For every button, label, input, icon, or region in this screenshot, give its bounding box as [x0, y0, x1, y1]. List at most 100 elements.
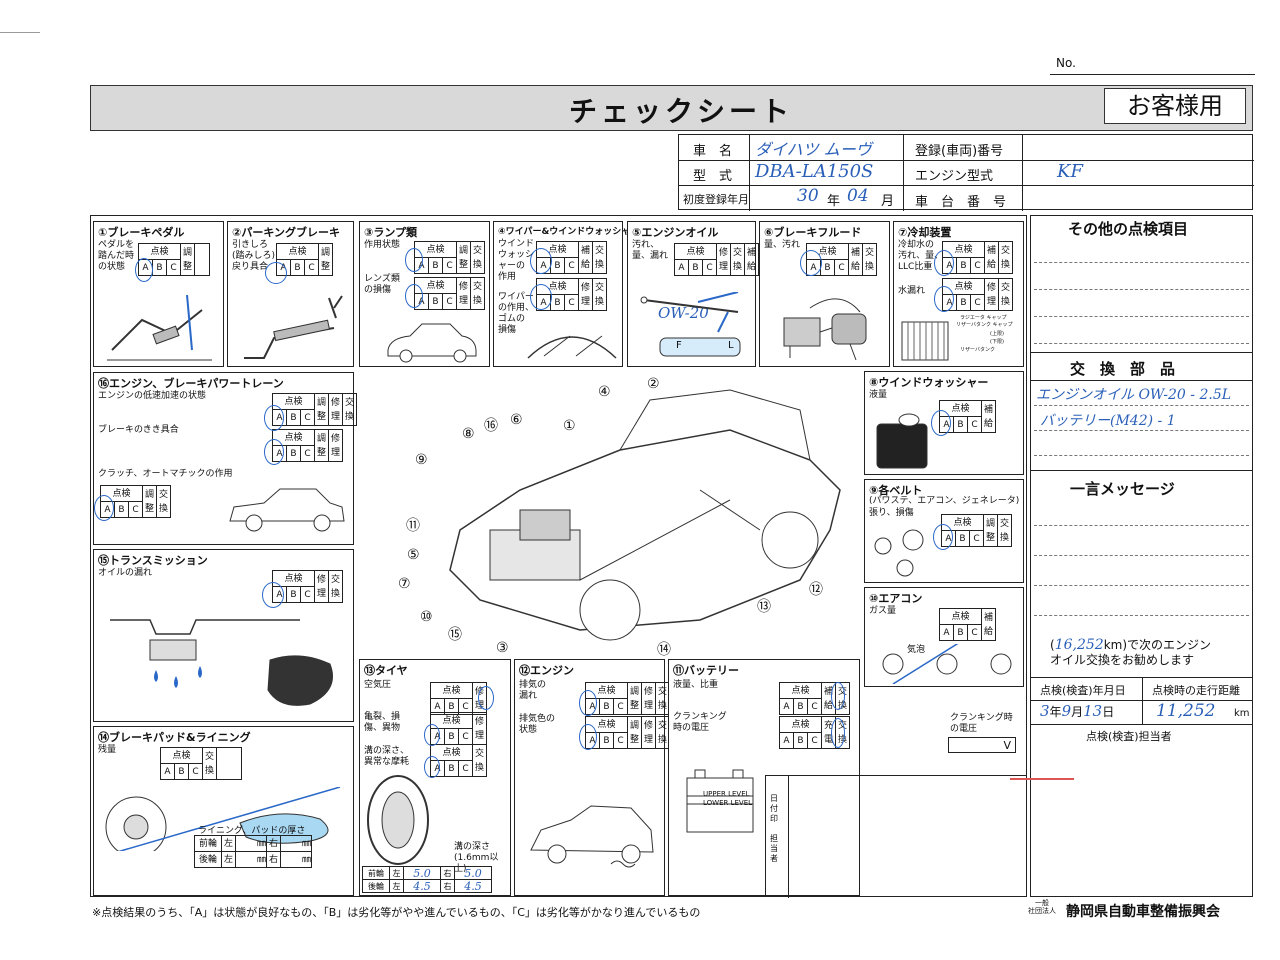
grade-c[interactable]: C	[300, 586, 315, 603]
pen-circle	[424, 724, 440, 746]
grade-b[interactable]: B	[444, 760, 459, 777]
grade-c[interactable]: C	[807, 698, 822, 715]
next-change-km[interactable]: 16,252	[1054, 637, 1104, 653]
grade-c[interactable]: C	[702, 259, 717, 276]
grade-a[interactable]: A	[779, 732, 794, 749]
front-right-depth[interactable]: 5.0	[454, 866, 492, 880]
grade-c[interactable]: C	[564, 294, 579, 311]
grade-b[interactable]: B	[444, 728, 459, 745]
section-title: ⑭ブレーキパッド&ライニング	[98, 731, 251, 744]
refill-header: 補 給	[578, 241, 593, 274]
grade-b[interactable]: B	[688, 259, 703, 276]
section-desc: 量、汚れ	[764, 240, 801, 250]
section-divider	[1030, 380, 1253, 381]
grade-b[interactable]: B	[820, 259, 835, 276]
grade-c[interactable]: C	[188, 763, 203, 780]
voltage-field[interactable]: V	[948, 737, 1016, 753]
grade-b[interactable]: B	[290, 259, 305, 276]
note-line	[1034, 585, 1249, 586]
callout-7: ⑦	[398, 576, 411, 592]
grade-a[interactable]: A	[674, 259, 689, 276]
grade-c[interactable]: C	[442, 257, 457, 274]
grade-b[interactable]: B	[428, 293, 443, 310]
grade-c[interactable]: C	[969, 530, 984, 547]
grade-c[interactable]: C	[458, 760, 473, 777]
front-left-unit: ㎜	[235, 835, 267, 852]
rear-right-depth[interactable]: 4.5	[454, 879, 492, 893]
grade-c[interactable]: C	[967, 416, 982, 433]
grade-c[interactable]: C	[970, 294, 985, 311]
grade-c[interactable]: C	[967, 624, 982, 641]
front-left-depth[interactable]: 5.0	[403, 866, 441, 880]
grade-b[interactable]: B	[114, 501, 129, 518]
grade-b[interactable]: B	[793, 698, 808, 715]
grade-c[interactable]: C	[807, 732, 822, 749]
left-label: 左	[389, 866, 404, 880]
section-title: ⑦冷却装置	[898, 226, 952, 239]
section-desc-2: ブレーキのきき具合	[98, 425, 179, 435]
grade-c[interactable]: C	[458, 728, 473, 745]
inspection-km[interactable]: 11,252	[1156, 701, 1216, 721]
grade-c[interactable]: C	[613, 698, 628, 715]
adjust-header: 調 整	[627, 716, 642, 749]
replace-header: 交 換	[342, 393, 357, 426]
section-desc: 汚れ、 量、漏れ	[632, 240, 669, 261]
grade-c[interactable]: C	[970, 257, 985, 274]
grade-c[interactable]: C	[300, 409, 315, 426]
note-line	[1034, 316, 1249, 317]
grade-b[interactable]: B	[286, 586, 301, 603]
inspection-month: 9	[1061, 702, 1072, 720]
grade-a[interactable]: A	[160, 763, 175, 780]
grade-b[interactable]: B	[174, 763, 189, 780]
grade-c[interactable]: C	[300, 445, 315, 462]
next-change-text: km)で次のエンジン オイル交換をお勧めします	[1050, 638, 1212, 667]
grade-c[interactable]: C	[128, 501, 143, 518]
grade-b[interactable]: B	[286, 445, 301, 462]
grade-c[interactable]: C	[834, 259, 849, 276]
section-desc-2: ワイパー の作用、 ゴムの 損傷	[498, 292, 535, 335]
grade-b[interactable]: B	[953, 624, 968, 641]
grade-b[interactable]: B	[793, 732, 808, 749]
grade-b[interactable]: B	[956, 257, 971, 274]
grade-a[interactable]: A	[939, 624, 954, 641]
grade-b[interactable]: B	[955, 530, 970, 547]
left-label: 左	[221, 835, 236, 852]
grade-c[interactable]: C	[613, 732, 628, 749]
doc-number-label: No.	[1056, 56, 1076, 70]
grade-b[interactable]: B	[956, 294, 971, 311]
grade-c[interactable]: C	[304, 259, 319, 276]
grade-c[interactable]: C	[166, 259, 181, 276]
grade-a[interactable]: A	[779, 698, 794, 715]
grade-b[interactable]: B	[599, 698, 614, 715]
grade-b[interactable]: B	[286, 409, 301, 426]
inspection-date[interactable]: 3年9月13日	[1040, 702, 1114, 720]
grade-b[interactable]: B	[550, 257, 565, 274]
grade-c[interactable]: C	[564, 257, 579, 274]
next-oil-change: (16,252km)で次のエンジン オイル交換をお勧めします	[1050, 637, 1212, 668]
grade-b[interactable]: B	[550, 294, 565, 311]
refill-header: 補 給	[984, 241, 999, 274]
rear-left-depth[interactable]: 4.5	[403, 879, 441, 893]
grade-b[interactable]: B	[953, 416, 968, 433]
first-reg-label: 初度登録年月	[683, 193, 749, 206]
adjust-header: 調 整	[318, 243, 333, 276]
grade-c[interactable]: C	[442, 293, 457, 310]
pen-circle	[831, 718, 845, 748]
right-label: 右	[266, 835, 281, 852]
grade-b[interactable]: B	[428, 257, 443, 274]
org-name: 静岡県自動車整備振興会	[1066, 904, 1220, 920]
front-label: 前輪	[194, 835, 222, 852]
adjust-header: 調 整	[983, 514, 998, 547]
grade-b[interactable]: B	[152, 259, 167, 276]
grade-b[interactable]: B	[599, 732, 614, 749]
pen-circle	[424, 756, 440, 778]
